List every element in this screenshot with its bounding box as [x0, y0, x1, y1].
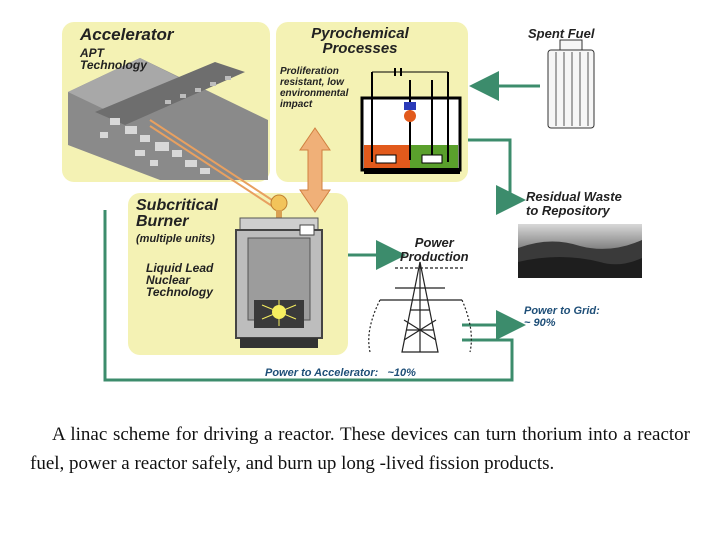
subcritical-burner-vessel-image [235, 194, 323, 348]
pyrochemical-title: Pyrochemical Processes [311, 25, 409, 57]
power-to-accelerator-label: Power to Accelerator: ~10% [265, 367, 416, 379]
spent-fuel-label: Spent Fuel [528, 26, 595, 41]
fuel-exchange-double-arrow [299, 127, 331, 213]
subcritical-subtitle: (multiple units) [136, 233, 215, 245]
pyrochemical-apparatus-image [360, 68, 462, 174]
flow-arrows [103, 71, 540, 382]
accelerator-facility-image [68, 58, 268, 180]
accelerator-title: Accelerator [80, 25, 174, 44]
accelerator-subtitle: APT Technology [80, 46, 147, 72]
spent-fuel-assembly-image [547, 39, 595, 129]
figure-caption: A linac scheme for driving a reactor. Th… [30, 424, 690, 474]
repository-landscape-image [518, 224, 642, 278]
power-to-grid-label: Power to Grid: ~ 90% [524, 305, 600, 329]
pyro-to-waste-arrow [465, 138, 526, 215]
subcritical-note: Liquid Lead Nuclear Technology [146, 261, 214, 299]
accelerator-return-line [103, 210, 514, 382]
pyrochemical-note: Proliferation resistant, low environment… [280, 66, 349, 110]
power-production-label: Power Production [400, 235, 469, 264]
proton-beam [149, 119, 273, 207]
power-pylon-image [368, 261, 472, 353]
subcritical-title: Subcritical Burner [136, 197, 218, 230]
residual-waste-label: Residual Waste to Repository [526, 189, 622, 218]
